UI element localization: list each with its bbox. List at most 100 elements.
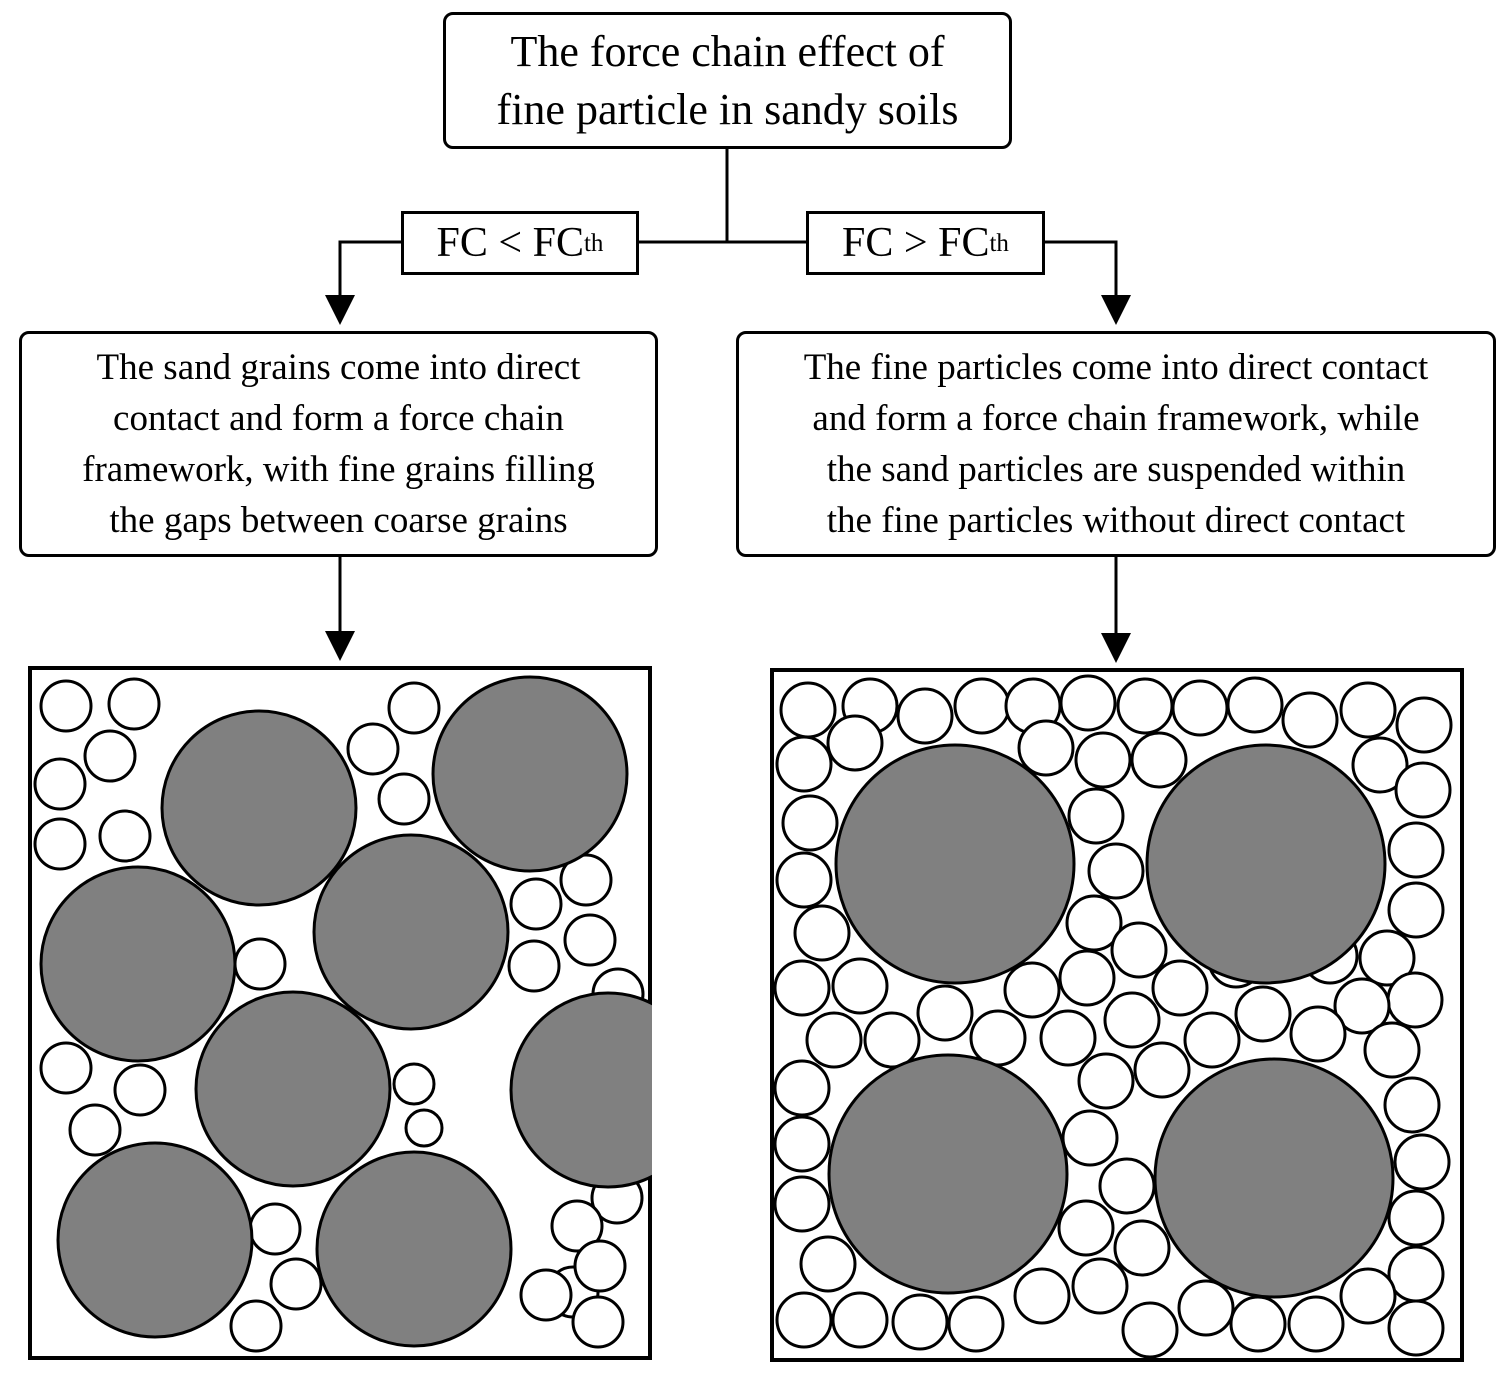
fine-grain xyxy=(781,794,839,852)
fine-grain xyxy=(1071,1257,1129,1315)
fine-grain xyxy=(519,1268,573,1322)
fine-grain xyxy=(1394,761,1452,819)
fine-grain xyxy=(573,1239,627,1293)
fine-grain xyxy=(1339,681,1397,739)
condition-right-subscript: th xyxy=(989,229,1009,257)
fine-grain xyxy=(1039,1009,1097,1067)
fine-grain xyxy=(775,851,833,909)
fine-grain xyxy=(509,877,563,931)
fine-grain xyxy=(896,687,954,745)
fine-grain xyxy=(404,1108,444,1148)
branch-arrow-right xyxy=(1045,240,1131,325)
fine-grain xyxy=(1234,985,1292,1043)
fine-grain xyxy=(1133,1041,1191,1099)
description-right-line-4: the fine particles without direct contac… xyxy=(826,500,1406,541)
description-left-line-1: The sand grains come into direct xyxy=(96,347,581,388)
fine-grain xyxy=(1393,1133,1451,1191)
fine-grain xyxy=(953,677,1011,735)
fine-grain xyxy=(1017,719,1075,777)
fine-grain xyxy=(1226,676,1284,734)
fine-grain xyxy=(83,729,137,783)
fine-grain xyxy=(248,1202,302,1256)
fine-grain xyxy=(1061,1109,1119,1167)
fine-grain xyxy=(1087,842,1145,900)
fine-grain xyxy=(1333,977,1391,1035)
description-right-line-3: the sand particles are suspended within xyxy=(826,449,1406,490)
grain-panel-right xyxy=(770,668,1464,1362)
coarse-grain xyxy=(509,991,652,1189)
fine-grain xyxy=(1387,1299,1445,1357)
fine-grain xyxy=(571,1295,625,1349)
fine-grain xyxy=(377,772,431,826)
fine-grain xyxy=(1387,1189,1445,1247)
coarse-grain xyxy=(431,675,629,873)
fine-grain xyxy=(826,714,884,772)
grain-panel-left xyxy=(28,666,652,1360)
fine-grain xyxy=(563,913,617,967)
fine-grain xyxy=(891,1293,949,1351)
fine-grain xyxy=(773,1115,831,1173)
fine-grain xyxy=(773,959,831,1017)
coarse-grain xyxy=(827,1053,1069,1295)
fine-grain xyxy=(1287,1295,1345,1353)
fine-grain xyxy=(1358,929,1416,987)
coarse-grain xyxy=(39,865,237,1063)
fine-grain xyxy=(1059,674,1117,732)
fine-grain xyxy=(773,1175,831,1233)
fine-grain xyxy=(1130,731,1188,789)
fine-grain xyxy=(947,1295,1005,1353)
fine-grain xyxy=(1058,949,1116,1007)
fine-grain xyxy=(107,677,161,731)
fine-grain xyxy=(969,1009,1027,1067)
title-box: The force chain effect of fine particle … xyxy=(443,12,1012,149)
description-left-line-4: the gaps between coarse grains xyxy=(109,500,568,541)
branch-arrow-left xyxy=(325,240,401,325)
fine-grain xyxy=(1386,971,1444,1029)
coarse-grain xyxy=(160,709,358,907)
coarse-grain xyxy=(56,1141,254,1339)
fine-grain xyxy=(1229,1295,1287,1353)
title-line-1: The force chain effect of xyxy=(510,26,945,76)
fine-grain xyxy=(1151,959,1209,1017)
fine-grain xyxy=(1074,731,1132,789)
fine-grain xyxy=(1289,1005,1347,1063)
title-line-2: fine particle in sandy soils xyxy=(496,84,959,134)
fine-grain xyxy=(1383,1076,1441,1134)
description-right-line-1: The fine particles come into direct cont… xyxy=(803,347,1429,388)
fine-grain xyxy=(1395,696,1453,754)
condition-left-main: FC < FC xyxy=(436,220,584,266)
fine-grain xyxy=(863,1011,921,1069)
fine-grain xyxy=(269,1257,323,1311)
fine-grain xyxy=(1110,921,1168,979)
fine-grain xyxy=(1281,691,1339,749)
fine-grain xyxy=(1077,1052,1135,1110)
fine-grain xyxy=(387,681,441,735)
fine-grain xyxy=(1171,679,1229,737)
coarse-grain xyxy=(1153,1057,1395,1299)
fine-grain xyxy=(98,809,152,863)
fine-grain xyxy=(1003,961,1061,1019)
fine-grain xyxy=(1065,894,1123,952)
coarse-grain xyxy=(312,833,510,1031)
fine-grain xyxy=(39,679,93,733)
fine-grain xyxy=(68,1103,122,1157)
fine-grain xyxy=(392,1062,436,1106)
fine-grain xyxy=(793,904,851,962)
fine-grain xyxy=(39,1041,93,1095)
description-left-line-3: framework, with fine grains filling xyxy=(82,449,595,490)
fine-grain xyxy=(799,1235,857,1293)
fine-grain xyxy=(1116,677,1174,735)
description-left-line-2: contact and form a force chain xyxy=(113,398,564,439)
fine-grain xyxy=(775,735,833,793)
fine-grain xyxy=(773,1059,831,1117)
fine-grain xyxy=(1339,1267,1397,1325)
fine-grain xyxy=(1183,1011,1241,1069)
coarse-grain xyxy=(834,743,1076,985)
fine-grain xyxy=(1387,821,1445,879)
fine-grain xyxy=(775,1291,833,1349)
coarse-grain xyxy=(1145,743,1387,985)
description-box-right: The fine particles come into direct cont… xyxy=(736,331,1496,557)
fine-grain xyxy=(1387,881,1445,939)
fine-grain xyxy=(550,1199,604,1253)
